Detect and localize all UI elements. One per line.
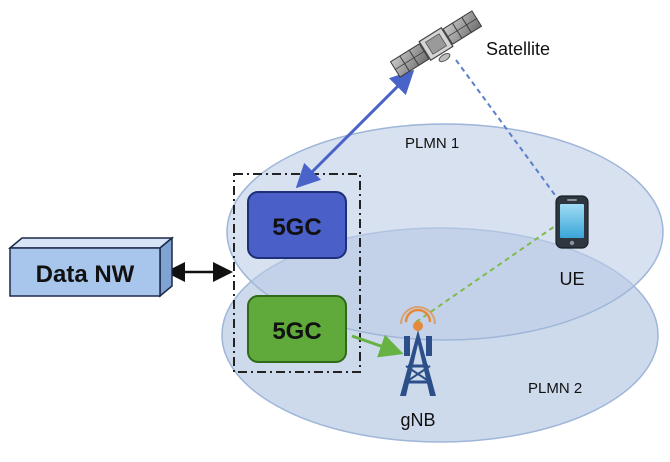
satellite-label: Satellite (486, 39, 550, 59)
plmn2-label: PLMN 2 (528, 380, 582, 397)
data-network-side-face (159, 236, 173, 298)
core-network-bottom: 5GC (247, 295, 347, 363)
ue-label: UE (559, 269, 584, 289)
satellite-core-link (295, 69, 415, 189)
core-bottom-box (247, 295, 347, 363)
core-top-box (247, 191, 347, 259)
core-top-label: 5GC (272, 214, 321, 241)
cell-tower-icon (400, 306, 436, 396)
data-network-label: Data NW (36, 261, 135, 288)
smartphone-icon (555, 195, 589, 249)
plmn1-label: PLMN 1 (405, 135, 459, 152)
core-network-top: 5GC (247, 191, 347, 259)
gnb-label: gNB (400, 410, 435, 430)
data-network-front-face (9, 247, 161, 297)
core-gnb-link (351, 334, 404, 358)
satellite-icon (389, 10, 483, 78)
data-network-top-face (7, 237, 175, 249)
gnb-ue-link (415, 223, 559, 323)
data-network-box: Data NW (7, 236, 175, 298)
core-bottom-label: 5GC (272, 318, 321, 345)
satellite-ue-link (455, 59, 564, 207)
